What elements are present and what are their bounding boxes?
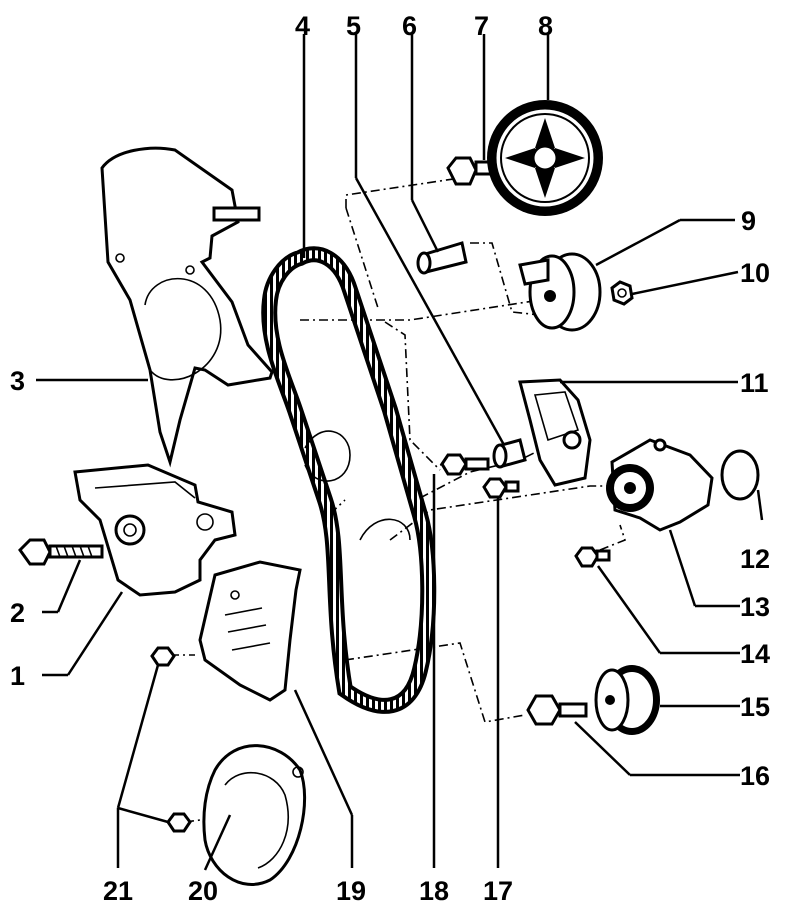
callout-4: 4 xyxy=(295,11,310,41)
coolant-pump xyxy=(606,438,714,532)
callout-20: 20 xyxy=(188,876,218,906)
callout-3: 3 xyxy=(10,366,25,396)
leader-lines xyxy=(36,34,764,871)
callout-10: 10 xyxy=(740,258,770,288)
damper-bolt xyxy=(482,477,520,499)
callout-2: 2 xyxy=(10,598,25,628)
callout-17: 17 xyxy=(483,876,513,906)
center-timing-belt-cover xyxy=(198,560,302,702)
idler-stud xyxy=(416,241,468,275)
camshaft-sprocket-bolt xyxy=(446,156,500,186)
callout-5: 5 xyxy=(346,11,361,41)
pump-bolt xyxy=(574,546,611,568)
callout-18: 18 xyxy=(419,876,449,906)
callout-7: 7 xyxy=(474,11,489,41)
bracket-bolt xyxy=(18,538,104,566)
callout-labels: 1 2 3 4 5 6 7 8 9 10 11 12 13 14 15 16 1… xyxy=(10,11,770,906)
crankshaft-sprocket xyxy=(594,665,660,735)
callout-11: 11 xyxy=(740,368,769,398)
callout-6: 6 xyxy=(402,11,417,41)
crankshaft-bolt xyxy=(526,694,588,726)
callout-1: 1 xyxy=(10,661,25,691)
callout-19: 19 xyxy=(336,876,366,906)
toothed-timing-belt xyxy=(261,246,437,714)
callout-15: 15 xyxy=(740,692,770,722)
tensioner-nut xyxy=(610,280,634,306)
tensioner-roller xyxy=(518,252,602,332)
callout-21: 21 xyxy=(103,876,133,906)
cover-bolts xyxy=(150,646,192,833)
callout-16: 16 xyxy=(740,761,770,791)
callout-8: 8 xyxy=(538,11,553,41)
callout-12: 12 xyxy=(740,544,770,574)
upper-timing-belt-cover xyxy=(100,146,274,468)
o-ring xyxy=(720,449,760,501)
lower-timing-belt-cover xyxy=(202,744,307,886)
callout-14: 14 xyxy=(740,639,770,669)
spacer-sleeve xyxy=(492,438,527,469)
callout-13: 13 xyxy=(740,592,770,622)
idler-bolt xyxy=(440,453,490,476)
callout-9: 9 xyxy=(741,206,756,236)
tensioner-damper xyxy=(518,378,592,487)
camshaft-sprocket xyxy=(487,100,603,216)
engine-mount-bracket xyxy=(73,463,237,597)
